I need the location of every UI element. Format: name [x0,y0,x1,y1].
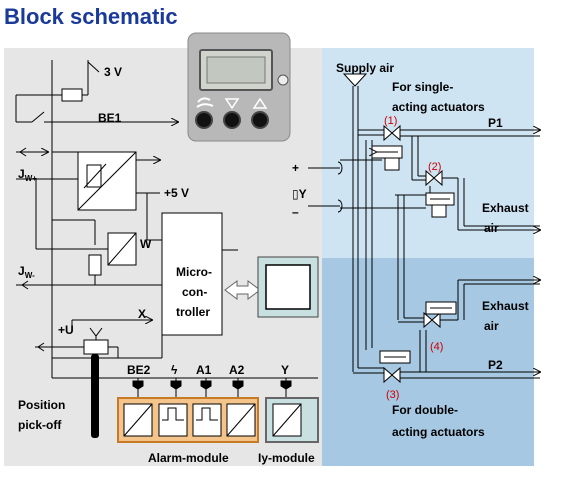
label-jw-plus-sub: W+ [25,174,38,183]
double-acting-line-1: For double- [392,403,458,417]
label-x: X [138,307,146,321]
p2-label: P2 [488,358,503,372]
position-pickoff-line-1: Position [18,398,65,412]
label-be1: BE1 [98,111,122,125]
terminal-connectors [132,380,292,390]
label-plus-u: +U [58,323,74,337]
label-jw-minus: J [18,264,25,278]
terminal-y: Y [281,363,289,377]
terminal-a2: A2 [229,363,245,377]
exhaust-air-1-line-2: air [484,221,499,235]
valve-number-3: (3) [386,389,399,401]
supply-air-label: Supply air [336,61,394,75]
hand-button [195,111,213,129]
svg-text:JW-: JW- [18,264,35,280]
label-jw-minus-sub: W- [25,271,35,280]
plus-sign: + [292,161,299,175]
valve-2 [425,169,443,187]
microcontroller-line-2: con- [182,285,207,299]
valve-3 [383,366,401,384]
position-rod [91,354,99,438]
hand-icon [196,97,214,108]
label-5v: +5 V [164,186,189,200]
down-triangle-icon [224,98,240,110]
up-triangle-icon [252,97,268,109]
label-jw-plus: J [18,167,25,181]
up-button [251,111,269,129]
input-converter [77,151,137,211]
minus-sign: – [292,205,299,219]
microcontroller-line-1: Micro- [176,265,212,279]
label-3v: 3 V [104,65,122,79]
valve-number-1: (1) [384,115,397,127]
electronics-wiring [15,60,318,398]
ly-module-label: Iy-module [258,451,315,465]
resistor-3v [61,88,83,102]
double-acting-line-2: acting actuators [392,425,485,439]
single-acting-line-2: acting actuators [392,100,485,114]
exhaust-air-2-line-2: air [484,319,499,333]
label-w: W [140,237,152,251]
microcontroller-line-3: troller [176,305,210,319]
exhaust-air-1-line-1: Exhaust [482,201,529,215]
microcontroller [161,212,223,336]
valve-number-2: (2) [428,161,441,173]
single-acting-line-1: For single- [392,80,453,94]
pneumatic-lower-area [322,258,534,466]
potentiometer [83,339,109,355]
svg-text:JW+: JW+ [18,167,37,183]
alarm-module [117,397,259,443]
operator-panel [187,32,291,142]
valve-4 [423,311,441,329]
y-signal-label: ▯Y [292,187,307,201]
terminal-lightning: ϟ [171,363,178,377]
pneumatic-piping [342,73,540,379]
terminal-be2: BE2 [127,363,151,377]
position-pickoff-line-2: pick-off [18,418,62,432]
exhaust-air-2-line-1: Exhaust [482,299,529,313]
ly-module [265,397,319,443]
w-converter [107,232,137,266]
p1-label: P1 [488,116,503,130]
alarm-module-label: Alarm-module [148,451,229,465]
valve-1 [383,124,401,142]
terminal-a1: A1 [196,363,212,377]
page-title: Block schematic [4,4,178,29]
resistor-w [88,254,102,276]
down-button [223,111,241,129]
valve-number-4: (4) [430,341,443,353]
